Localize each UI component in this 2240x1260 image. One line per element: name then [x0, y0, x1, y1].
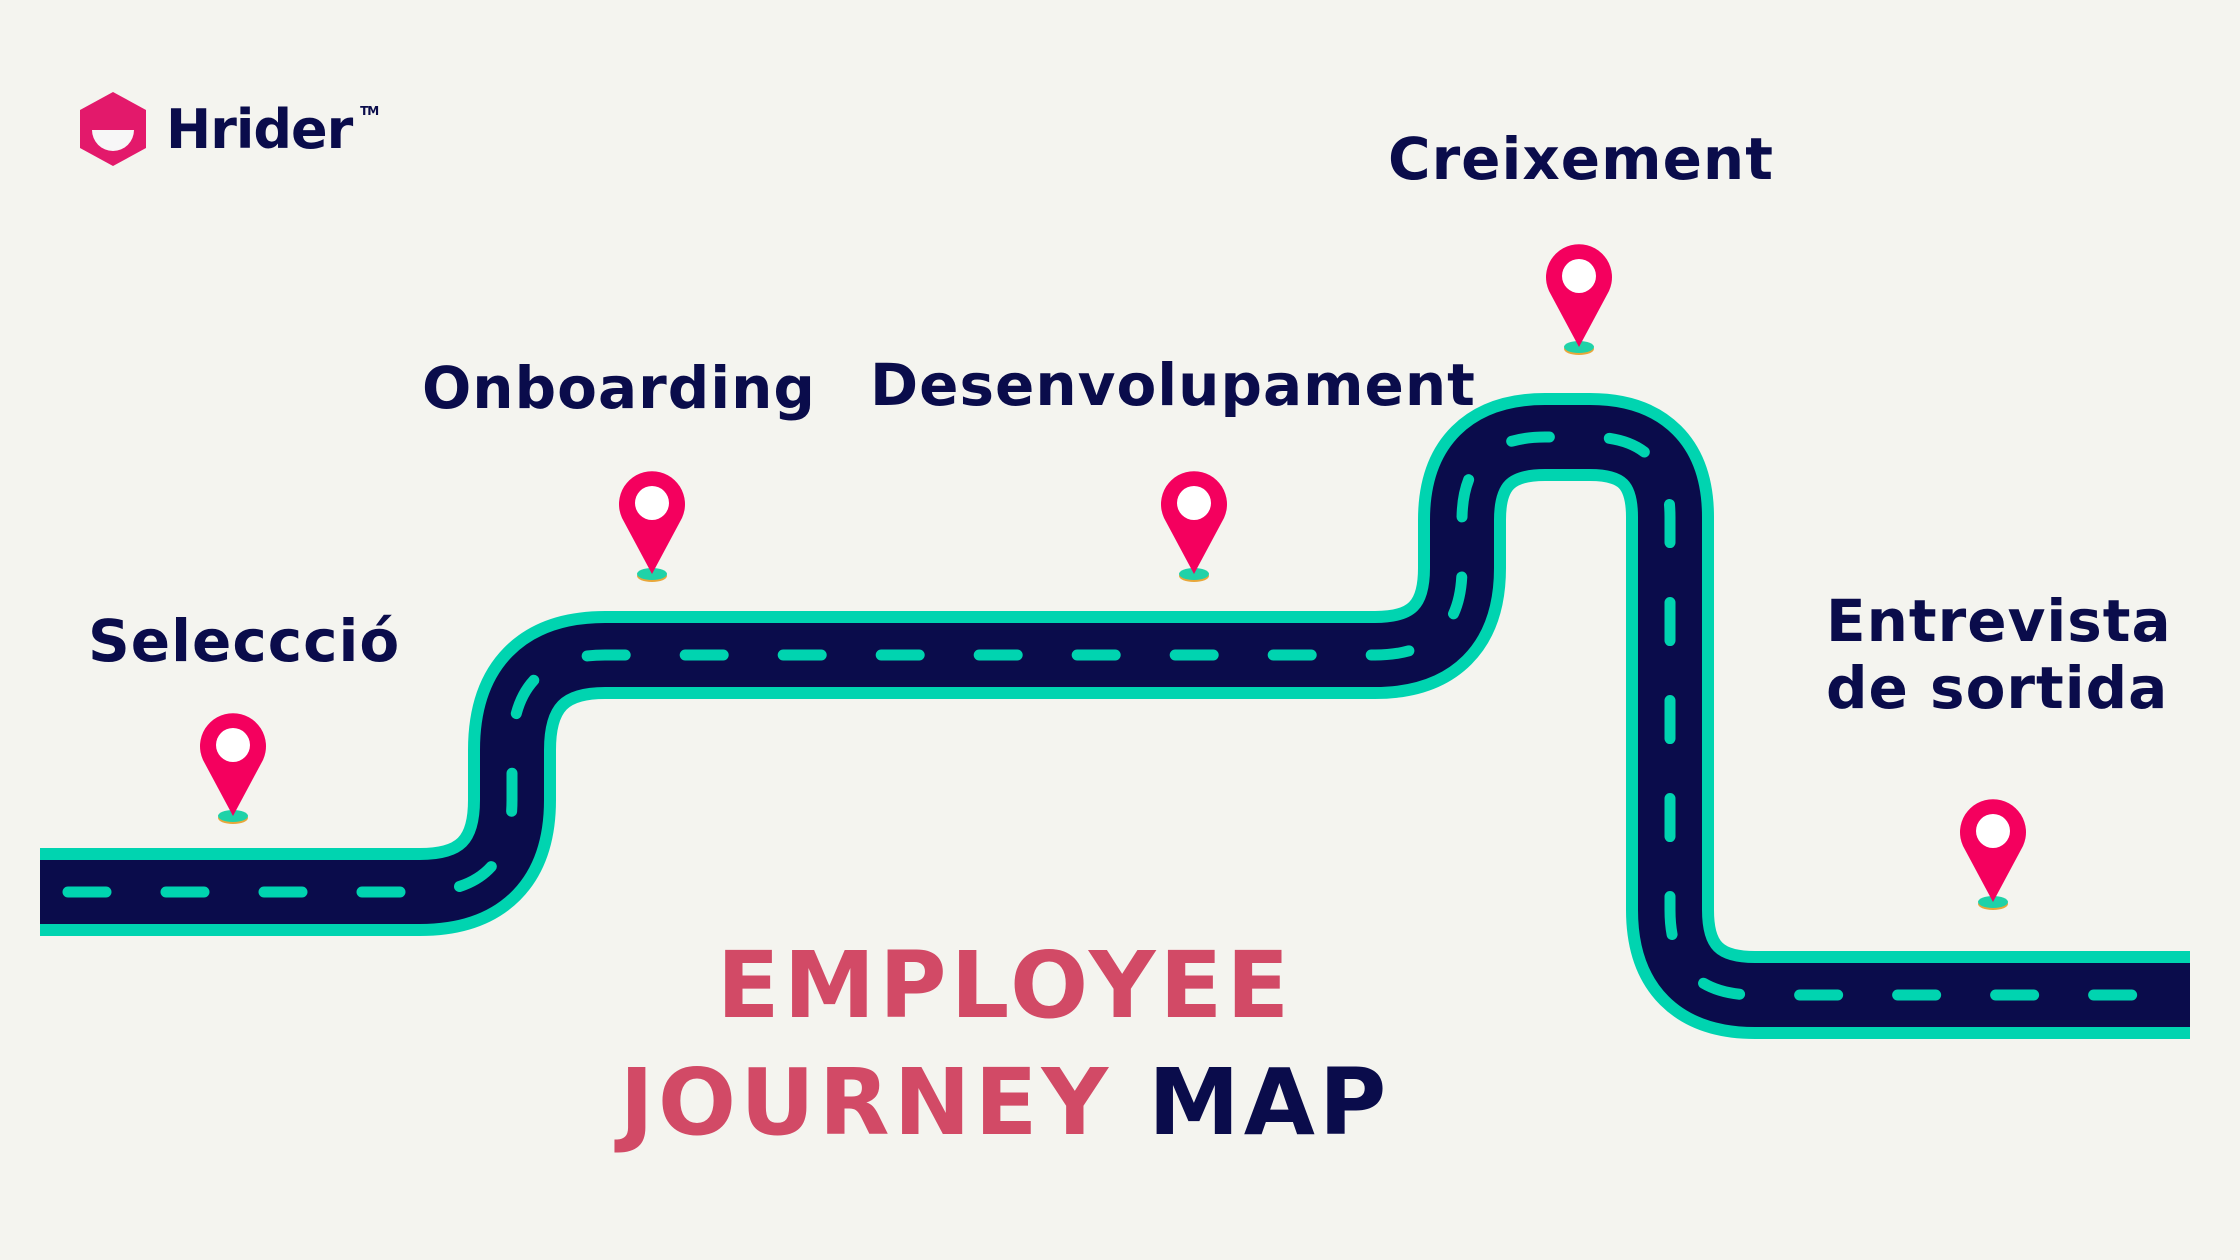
stage-label-seleccio: Seleccció	[88, 607, 401, 675]
brand-logo: Hrider TM	[78, 90, 379, 168]
stage-label-entrevista-sortida: Entrevista de sortida	[1826, 587, 2172, 722]
stage-label-onboarding: Onboarding	[422, 354, 816, 422]
map-pin-icon	[1161, 471, 1227, 582]
map-pin-icon	[1960, 799, 2026, 910]
brand-name: Hrider TM	[166, 97, 379, 161]
trademark-mark: TM	[360, 103, 379, 118]
title-line-1: EMPLOYEE	[716, 932, 1294, 1039]
map-pin-icon	[200, 713, 266, 824]
title-line-2: JOURNEY MAP	[619, 1049, 1391, 1156]
hexagon-smile-icon	[80, 92, 146, 166]
stage-label-desenvolupament: Desenvolupament	[870, 351, 1476, 419]
stage-label-creixement: Creixement	[1388, 125, 1774, 193]
map-pin-icon	[619, 471, 685, 582]
map-pin-icon	[1546, 244, 1612, 355]
